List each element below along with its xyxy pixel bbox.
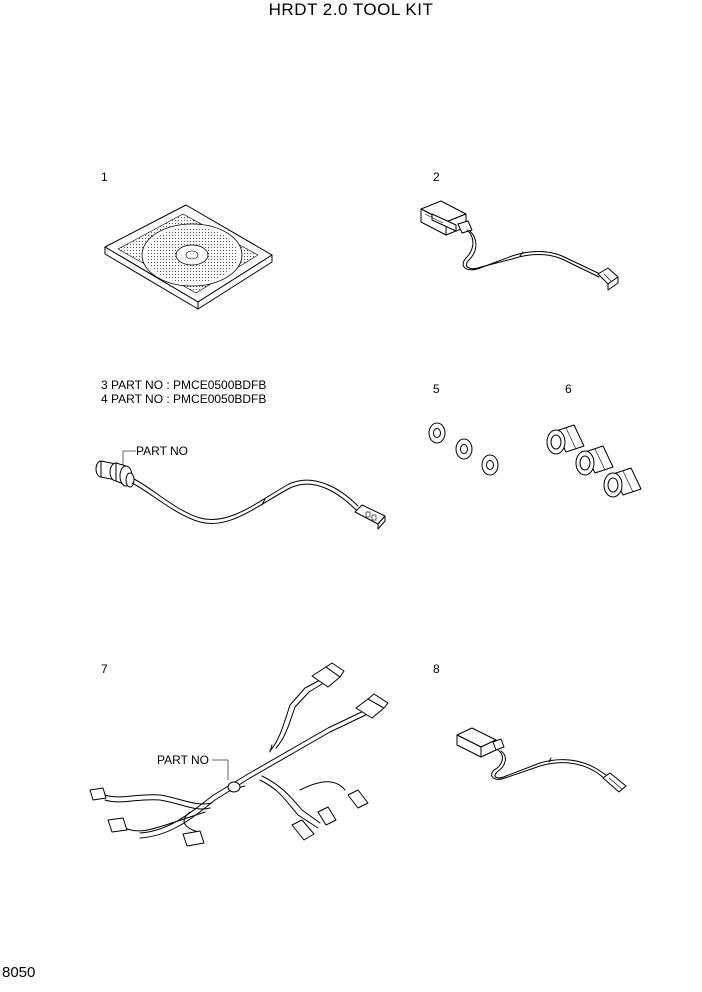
page-title: HRDT 2.0 TOOL KIT [268, 0, 434, 19]
washers-drawing [428, 422, 499, 476]
item-number-7: 7 [101, 662, 108, 676]
fittings-drawing [546, 424, 642, 498]
item-number-6: 6 [565, 382, 572, 396]
page-number: 8050 [2, 964, 36, 981]
part-no-callout-sensor: PART NO [136, 444, 189, 458]
wiring-harness-drawing [89, 662, 389, 847]
usb-cable-drawing [456, 727, 627, 793]
item-number-8: 8 [433, 662, 440, 676]
item-number-1: 1 [101, 170, 108, 184]
part-number-line-3: 3 PART NO : PMCE0500BDFB [101, 378, 267, 392]
part-number-line-4: 4 PART NO : PMCE0050BDFB [101, 392, 267, 406]
part-no-callout-harness: PART NO [157, 753, 210, 767]
cd-case-drawing [104, 204, 273, 310]
item-number-2: 2 [433, 170, 440, 184]
item-number-5: 5 [433, 382, 440, 396]
pressure-sensor-drawing [95, 450, 386, 530]
serial-cable-drawing [420, 200, 619, 291]
